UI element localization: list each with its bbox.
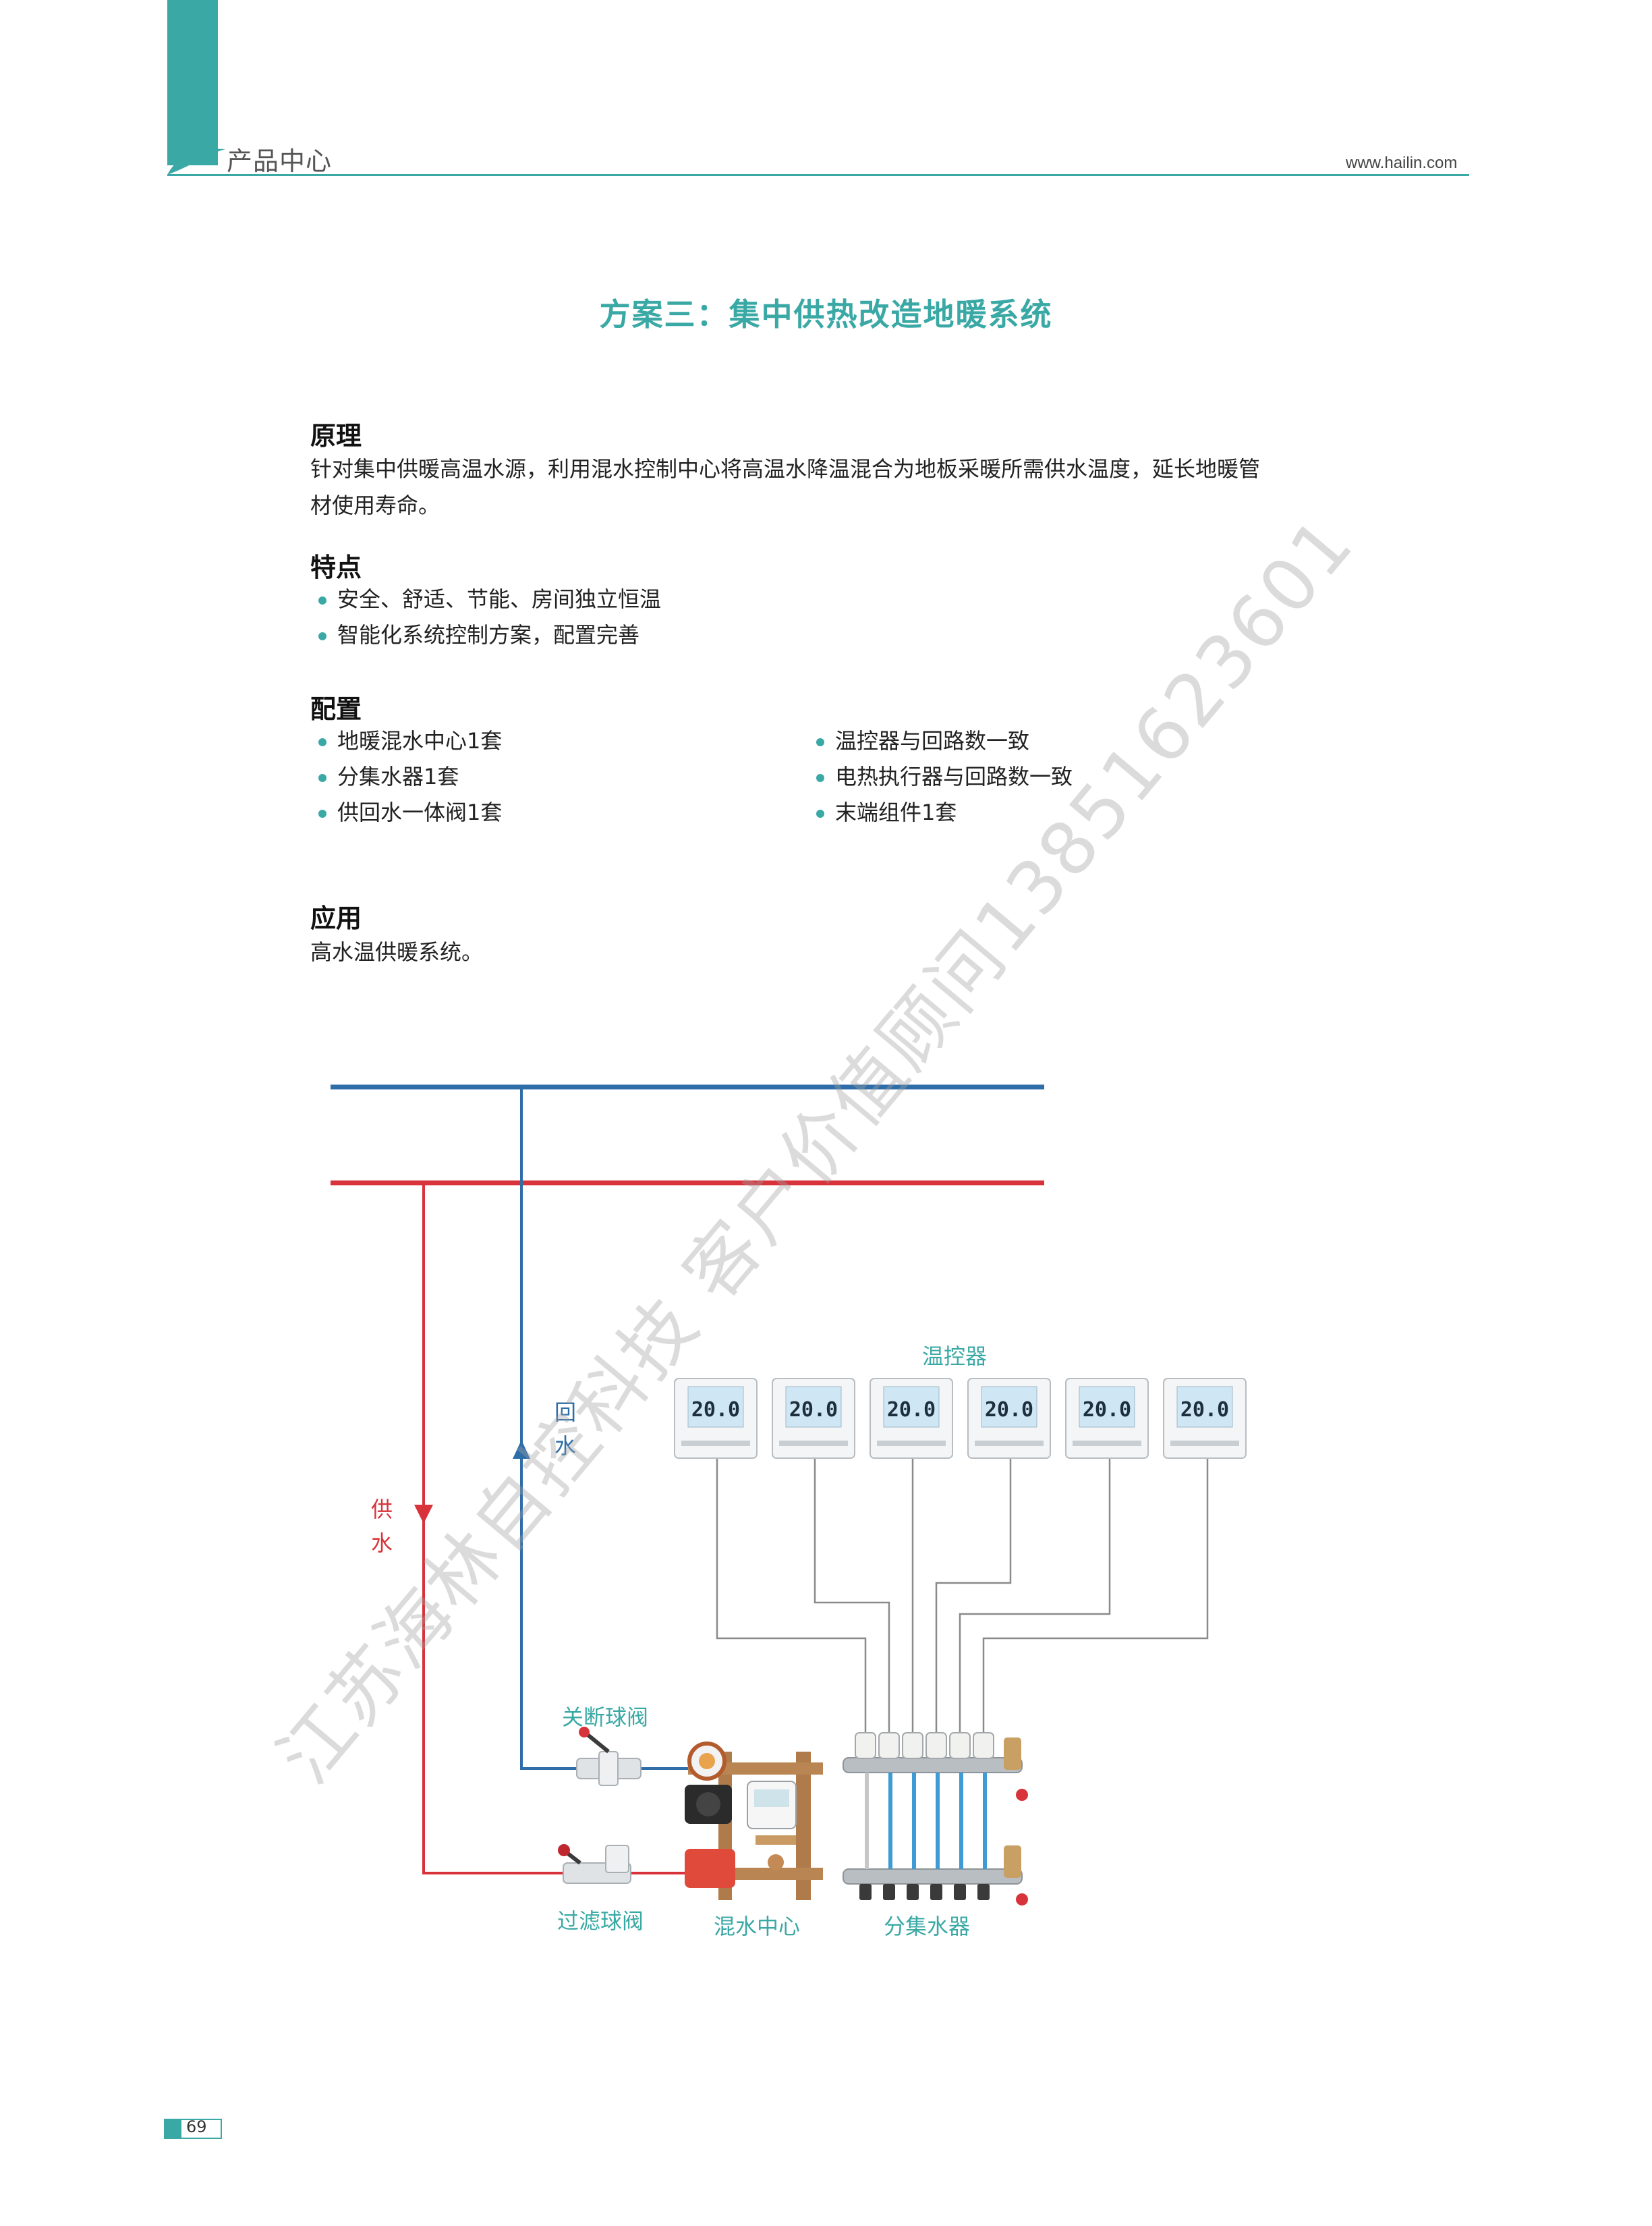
thermostat-reading: 20.0 [985, 1398, 1033, 1422]
list-item: 安全、舒适、节能、房间独立恒温 [310, 582, 661, 617]
list-item: 地暖混水中心1套 [310, 723, 502, 759]
thermostat-reading: 20.0 [1180, 1398, 1229, 1422]
list-item: 温控器与回路数一致 [808, 723, 1073, 759]
application-text: 高水温供暖系统。 [310, 939, 484, 965]
thermostat-group: 20.0 20.0 20.0 20.0 20.0 20.0 [674, 1378, 1247, 1459]
filter-ball-valve-icon [558, 1844, 631, 1884]
leaf-logo-icon [167, 148, 225, 175]
return-label-bottom: 水 [554, 1433, 577, 1459]
header-divider [167, 174, 1469, 176]
principle-text: 针对集中供暖高温水源，利用混水控制中心将高温水降温混合为地板采暖所需供水温度，延… [310, 456, 1261, 518]
mixing-center-icon [685, 1742, 823, 1900]
page-number-marker [164, 2119, 181, 2139]
thermostat-wiring [716, 1457, 1209, 1734]
config-list-left: 地暖混水中心1套 分集水器1套 供回水一体阀1套 [310, 723, 502, 831]
features-heading: 特点 [310, 553, 362, 582]
header-url: www.hailin.com [1346, 154, 1458, 172]
list-item: 末端组件1套 [808, 795, 1073, 831]
page-number: 69 [186, 2117, 207, 2136]
thermostat-reading: 20.0 [691, 1398, 740, 1422]
features-list: 安全、舒适、节能、房间独立恒温 智能化系统控制方案，配置完善 [310, 582, 661, 653]
config-heading: 配置 [310, 694, 362, 724]
supply-arrow-icon [414, 1505, 433, 1524]
list-item: 供回水一体阀1套 [310, 795, 502, 831]
filter-valve-label: 过滤球阀 [557, 1908, 644, 1934]
shutoff-ball-valve-icon [576, 1727, 642, 1786]
application-heading: 应用 [310, 903, 362, 933]
list-item: 智能化系统控制方案，配置完善 [310, 617, 661, 653]
shutoff-valve-label: 关断球阀 [562, 1704, 649, 1730]
thermostat-icon: 20.0 [1163, 1378, 1247, 1459]
thermostat-icon: 20.0 [674, 1378, 758, 1459]
page-title: 方案三：集中供热改造地暖系统 [599, 296, 1053, 333]
manifold-label: 分集水器 [884, 1914, 971, 1939]
supply-label-bottom: 水 [371, 1530, 393, 1556]
thermostat-reading: 20.0 [789, 1398, 838, 1422]
thermostat-label: 温控器 [922, 1343, 988, 1369]
manifold-icon [843, 1732, 1028, 1905]
mixing-center-label: 混水中心 [714, 1914, 801, 1939]
list-item: 电热执行器与回路数一致 [808, 759, 1073, 795]
thermostat-icon: 20.0 [772, 1378, 855, 1459]
supply-label-top: 供 [371, 1497, 393, 1522]
return-label-top: 回 [554, 1399, 577, 1425]
thermostat-reading: 20.0 [1083, 1398, 1131, 1422]
header-section-title: 产品中心 [227, 146, 333, 176]
return-arrow-icon [513, 1440, 530, 1459]
principle-heading: 原理 [310, 421, 362, 451]
thermostat-reading: 20.0 [887, 1398, 936, 1422]
thermostat-icon: 20.0 [967, 1378, 1051, 1459]
supply-branch-pipe [422, 1183, 563, 1874]
list-item: 分集水器1套 [310, 759, 502, 795]
return-branch-pipe [520, 1087, 577, 1770]
thermostat-icon: 20.0 [870, 1378, 953, 1459]
thermostat-icon: 20.0 [1065, 1378, 1149, 1459]
config-list-right: 温控器与回路数一致 电热执行器与回路数一致 末端组件1套 [808, 723, 1073, 831]
header-tab-bar [167, 0, 218, 165]
